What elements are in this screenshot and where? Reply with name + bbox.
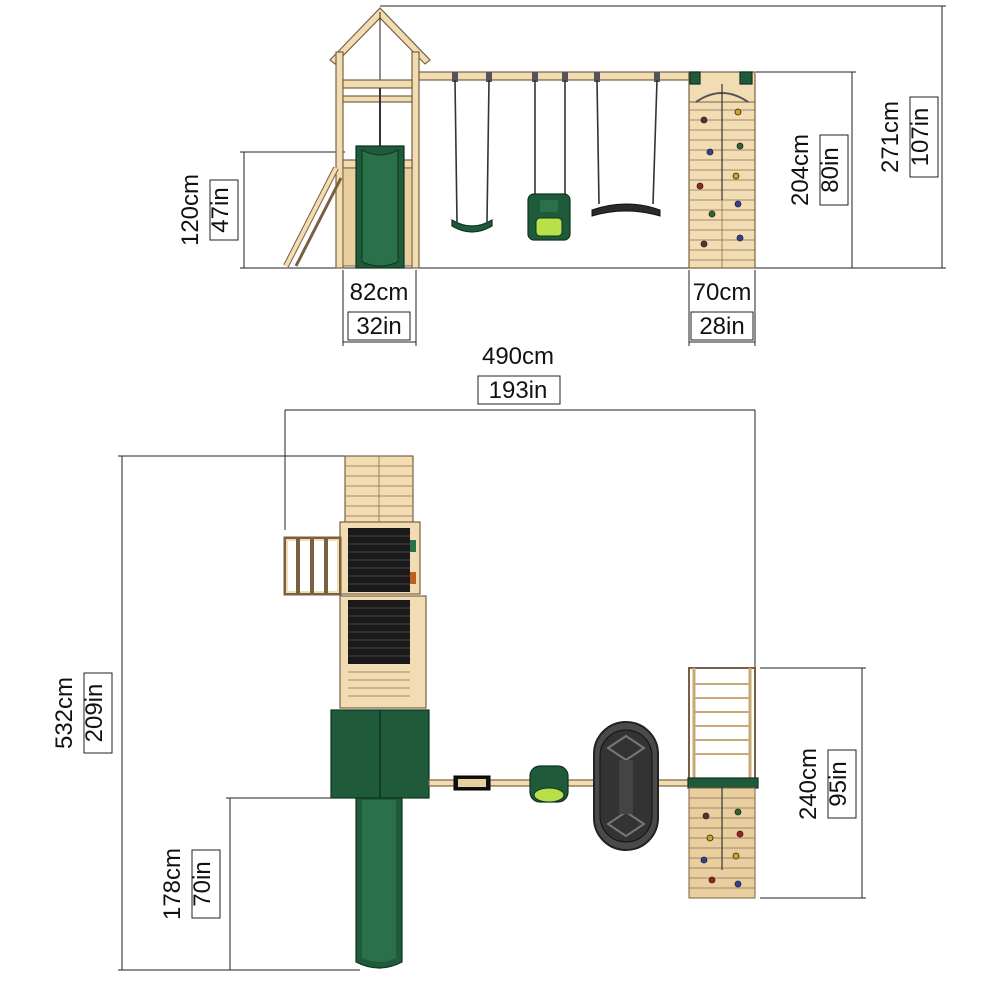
overall-width-in: 193in	[489, 377, 548, 404]
wall-depth-cm: 240cm	[795, 748, 822, 820]
overall-length-in: 209in	[81, 684, 108, 743]
plan-view: 490cm 193in 532cm 209in 178cm 70in 240cm…	[51, 343, 866, 971]
front-elevation: 271cm 107in 204cm 80in 120cm 47in 82cm 3…	[177, 5, 946, 346]
wall-width-in: 28in	[699, 313, 744, 340]
overall-width-cm: 490cm	[482, 343, 554, 370]
ladder-plan	[283, 536, 342, 596]
belt-swing	[451, 218, 493, 233]
deck-height-cm: 120cm	[177, 174, 204, 246]
bench-swing-plan	[593, 721, 659, 851]
deck-height-in: 47in	[207, 187, 234, 232]
slide-length-cm: 178cm	[159, 848, 186, 920]
wall-height-in: 80in	[817, 147, 844, 192]
bench-swing	[591, 203, 661, 217]
overall-height-cm: 271cm	[877, 101, 904, 173]
tower-post-right	[411, 51, 420, 269]
slide-length-in: 70in	[189, 861, 216, 906]
wall-depth-in: 95in	[825, 761, 852, 806]
wall-width-cm: 70cm	[693, 279, 752, 306]
tower-width-cm: 82cm	[350, 279, 409, 306]
tower-post-left	[335, 51, 344, 269]
wall-height-cm: 204cm	[787, 134, 814, 206]
tower-width-in: 32in	[356, 313, 401, 340]
overall-height-in: 107in	[907, 108, 934, 167]
swing-beam	[418, 71, 690, 81]
overall-length-cm: 532cm	[51, 677, 78, 749]
